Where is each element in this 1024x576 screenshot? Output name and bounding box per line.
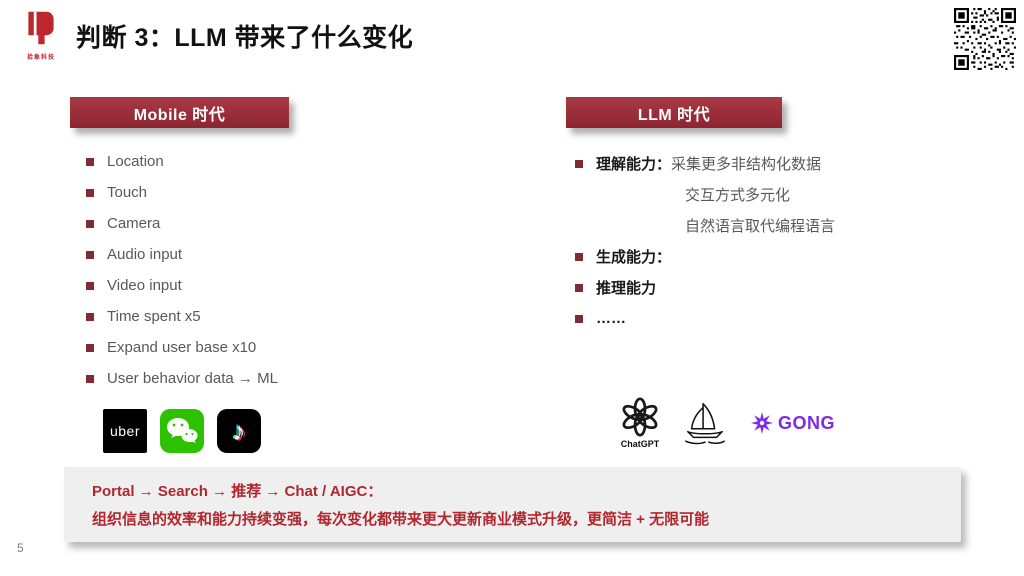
list-item-label: Expand user base x10 <box>107 339 257 356</box>
square-bullet-icon <box>575 252 583 261</box>
mobile-era-logos: uber ♪ <box>103 409 261 453</box>
list-item-label: Touch <box>107 184 148 201</box>
square-bullet-icon <box>86 374 94 383</box>
uber-logo-icon: uber <box>103 409 147 453</box>
list-item-label: Audio input <box>107 246 183 263</box>
list-subitem: 自然语言取代编程语言 <box>575 210 835 241</box>
square-bullet-icon <box>575 283 583 292</box>
list-item: 理解能力： 采集更多非结构化数据 <box>575 148 835 179</box>
list-item-label: Video input <box>107 277 182 294</box>
chatgpt-logo: ChatGPT <box>620 397 660 449</box>
midjourney-sailboat-icon <box>685 403 725 445</box>
music-note-icon: ♪ <box>232 416 246 446</box>
list-item: 生成能力： <box>575 241 835 272</box>
list-item: Expand user base x10 <box>86 332 278 363</box>
square-bullet-icon <box>86 219 94 228</box>
llm-era-list: 理解能力： 采集更多非结构化数据 交互方式多元化 自然语言取代编程语言 生成能力… <box>575 148 835 334</box>
brand-name: 拾象科技 <box>26 55 55 61</box>
page-title: 判断 3：LLM 带来了什么变化 <box>76 24 414 52</box>
list-item: User behavior data → ML <box>86 363 278 394</box>
capability-text: 采集更多非结构化数据 <box>671 156 822 173</box>
llm-era-logos: ChatGPT GONG <box>620 394 835 452</box>
square-bullet-icon <box>86 250 94 259</box>
capability-label: …… <box>596 310 626 327</box>
list-item: Video input <box>86 270 278 301</box>
summary-banner: Portal → Search → 推荐 → Chat / AIGC： 组织信息… <box>64 467 961 542</box>
list-item: Location <box>86 146 278 177</box>
list-item-label: Camera <box>107 215 161 232</box>
openai-knot-icon <box>622 397 658 437</box>
square-bullet-icon <box>86 188 94 197</box>
elephant-logo-icon <box>28 11 54 45</box>
gong-logo: GONG <box>750 411 835 435</box>
square-bullet-icon <box>86 343 94 352</box>
page-number: 5 <box>17 541 24 555</box>
capability-text: 自然语言取代编程语言 <box>685 218 836 235</box>
list-item: Touch <box>86 177 278 208</box>
uber-label: uber <box>109 423 141 439</box>
llm-era-header: LLM 时代 <box>566 97 782 128</box>
square-bullet-icon <box>86 281 94 290</box>
capability-text: 交互方式多元化 <box>685 187 791 204</box>
list-subitem: 交互方式多元化 <box>575 179 835 210</box>
list-item: Camera <box>86 208 278 239</box>
list-item-label: Location <box>107 153 164 170</box>
gong-starburst-icon <box>751 412 773 434</box>
mobile-era-header: Mobile 时代 <box>70 97 289 128</box>
gong-label: GONG <box>778 412 836 433</box>
square-bullet-icon <box>86 312 94 321</box>
capability-label: 生成能力： <box>596 249 672 266</box>
list-item: Time spent x5 <box>86 301 278 332</box>
list-item: Audio input <box>86 239 278 270</box>
capability-label: 理解能力： <box>596 156 672 173</box>
summary-text: 组织信息的效率和能力持续变强，每次变化都带来更大更新商业模式升级，更简洁 + 无… <box>92 511 710 528</box>
list-item: 推理能力 <box>575 272 835 303</box>
list-item-label: Time spent x5 <box>107 308 201 325</box>
list-item: …… <box>575 303 835 334</box>
tiktok-logo-icon: ♪ <box>217 409 261 453</box>
list-item-label: User behavior data → ML <box>107 370 278 387</box>
wechat-logo-icon <box>160 409 204 453</box>
mobile-era-list: Location Touch Camera Audio input Video … <box>86 146 278 394</box>
qr-code <box>954 8 1016 70</box>
capability-label: 推理能力 <box>596 280 657 297</box>
square-bullet-icon <box>86 157 94 166</box>
evolution-path: Portal → Search → 推荐 → Chat / AIGC： <box>92 483 383 500</box>
square-bullet-icon <box>575 159 583 168</box>
company-logo: 拾象科技 <box>16 10 66 61</box>
chatgpt-label: ChatGPT <box>620 439 660 449</box>
square-bullet-icon <box>575 314 583 323</box>
